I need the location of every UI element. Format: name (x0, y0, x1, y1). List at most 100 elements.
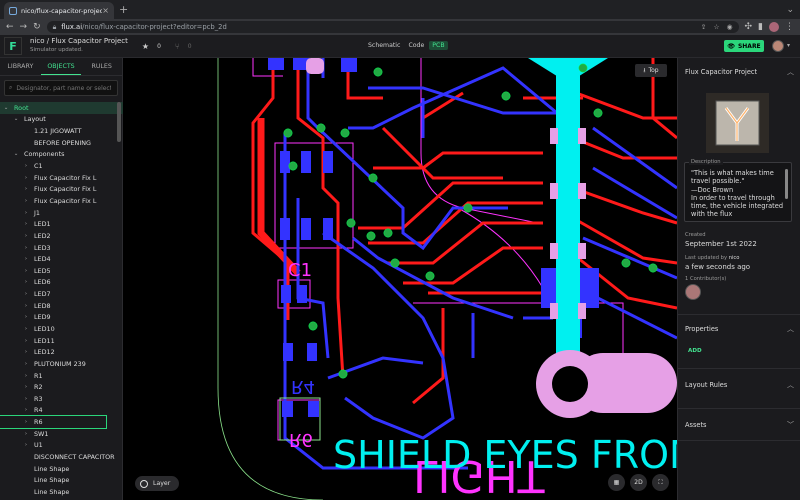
tree-item[interactable]: ›LED9 (0, 312, 116, 324)
chevron-right-icon[interactable]: › (24, 395, 28, 402)
chevron-right-icon[interactable]: › (24, 442, 28, 449)
description-text[interactable]: "This is what makes time travel possible… (691, 169, 783, 219)
chevron-right-icon[interactable]: › (24, 279, 28, 286)
contributor-avatar[interactable] (685, 284, 701, 300)
properties-section-header[interactable]: Properties ︿ (678, 324, 800, 334)
view-schematic[interactable]: Schematic (368, 42, 401, 49)
via[interactable] (283, 128, 293, 138)
top-view-button[interactable]: ⭳ Top (635, 64, 667, 77)
tree-item[interactable]: ›LED10 (0, 323, 116, 335)
tree-item[interactable]: ›LED3 (0, 242, 116, 254)
via[interactable] (288, 161, 298, 171)
via[interactable] (578, 63, 588, 73)
kebab-menu-icon[interactable]: ⋮ (785, 22, 794, 32)
tree-item[interactable]: ›U1 (0, 440, 116, 452)
tree-scrollbar[interactable] (117, 102, 121, 142)
flux-logo-icon[interactable]: F (4, 37, 22, 55)
tree-item[interactable]: ⌄Layout (0, 114, 116, 126)
chevron-down-icon[interactable]: ⌄ (3, 104, 9, 111)
chevron-right-icon[interactable]: › (24, 221, 28, 228)
chevron-right-icon[interactable]: › (24, 302, 28, 309)
fork-icon[interactable]: ⑂ (174, 41, 180, 51)
tab-search-chevron-icon[interactable]: ⌄ (786, 4, 794, 15)
chevron-right-icon[interactable]: › (24, 325, 28, 332)
bookmark-star-icon[interactable]: ☆ (713, 23, 720, 31)
chevron-right-icon[interactable]: › (24, 337, 28, 344)
chevron-right-icon[interactable]: › (24, 419, 28, 426)
chevron-down-icon[interactable]: ⌄ (13, 151, 19, 158)
tree-item[interactable]: DISCONNECT CAPACITOR ... (0, 451, 116, 463)
share-page-icon[interactable]: ⇪ (700, 23, 707, 31)
reload-icon[interactable]: ↻ (33, 22, 41, 32)
via[interactable] (425, 271, 435, 281)
tree-item[interactable]: ›LED1 (0, 218, 116, 230)
chevron-right-icon[interactable]: › (24, 186, 28, 193)
tree-item[interactable]: ›LED4 (0, 253, 116, 265)
tree-item[interactable]: ›Flux Capacitor Fix L (0, 183, 116, 195)
chevron-up-icon[interactable]: ︿ (787, 381, 794, 389)
close-tab-icon[interactable]: × (102, 6, 109, 15)
chevron-right-icon[interactable]: › (24, 267, 28, 274)
via[interactable] (340, 128, 350, 138)
chevron-right-icon[interactable]: › (24, 360, 28, 367)
chevron-right-icon[interactable]: › (24, 430, 28, 437)
tree-item[interactable]: ›Flux Capacitor Fix L (0, 172, 116, 184)
via[interactable] (593, 108, 603, 118)
tree-item[interactable]: 1.21 JIGOWATT (0, 125, 116, 137)
chevron-down-icon[interactable]: ▾ (787, 42, 791, 49)
description-scrollbar[interactable] (785, 169, 788, 199)
address-bar[interactable]: 🔒︎ flux.ai /nico/flux-capacitor-project?… (46, 21, 739, 33)
share-button[interactable]: 👁︎ SHARE (724, 40, 764, 52)
fullscreen-icon[interactable]: ⛶ (652, 474, 669, 491)
via[interactable] (390, 258, 400, 268)
chevron-down-icon[interactable]: ⌄ (13, 116, 19, 123)
new-tab-icon[interactable]: + (119, 3, 129, 16)
project-title[interactable]: nico / Flux Capacitor Project (30, 37, 128, 45)
tab-library[interactable]: LIBRARY (7, 63, 34, 70)
tree-item[interactable]: ›PLUTONIUM 239 (0, 358, 116, 370)
via[interactable] (463, 203, 473, 213)
search-input[interactable] (16, 84, 112, 92)
pcb-canvas[interactable]: R4 R6 C1 LIGHT SHIELD EYES FROM (123, 58, 677, 500)
pcb-board[interactable]: R4 R6 C1 LIGHT SHIELD EYES FROM (123, 58, 677, 500)
tree-item[interactable]: Line Shape (0, 486, 116, 498)
via[interactable] (308, 321, 318, 331)
tree-item[interactable]: ›LED12 (0, 346, 116, 358)
view-code[interactable]: Code (408, 42, 425, 49)
via[interactable] (346, 218, 356, 228)
star-icon[interactable]: ★ (141, 41, 150, 51)
grid-toggle-icon[interactable]: ▦ (608, 474, 625, 491)
back-icon[interactable]: ← (6, 22, 14, 32)
via[interactable] (316, 123, 326, 133)
forward-icon[interactable]: → (19, 22, 28, 32)
tab-rules[interactable]: RULES (91, 63, 112, 70)
chevron-right-icon[interactable]: › (24, 291, 28, 298)
via[interactable] (621, 258, 631, 268)
via[interactable] (338, 369, 348, 379)
assets-section-header[interactable]: Assets ﹀ (678, 420, 800, 430)
puzzle-icon[interactable]: ✣ (744, 22, 753, 32)
user-avatar[interactable] (772, 40, 784, 52)
tab-objects[interactable]: OBJECTS (40, 58, 82, 75)
via[interactable] (383, 228, 393, 238)
via[interactable] (501, 91, 511, 101)
chevron-right-icon[interactable]: › (24, 314, 28, 321)
add-property-button[interactable]: ADD (688, 348, 702, 354)
chevron-right-icon[interactable]: › (24, 163, 28, 170)
project-section-header[interactable]: Flux Capacitor Project ︿ (678, 67, 800, 77)
chevron-right-icon[interactable]: › (24, 372, 28, 379)
extension-icon[interactable]: ◉ (726, 23, 733, 31)
chevron-right-icon[interactable]: › (24, 384, 28, 391)
view-mode-button[interactable]: 2D (630, 474, 647, 491)
tree-item[interactable]: ›SW1 (0, 428, 116, 440)
chevron-down-icon[interactable]: ﹀ (787, 421, 794, 429)
chevron-right-icon[interactable]: › (24, 232, 28, 239)
profile-avatar[interactable] (769, 22, 779, 32)
tree-item[interactable]: ›LED11 (0, 335, 116, 347)
layer-button[interactable]: Layer (135, 476, 179, 491)
chevron-up-icon[interactable]: ︿ (787, 68, 794, 76)
tree-item[interactable]: Line Shape (0, 475, 116, 487)
tree-item[interactable]: ›LED7 (0, 288, 116, 300)
view-pcb[interactable]: PCB (429, 41, 448, 50)
description-field[interactable]: Description "This is what makes time tra… (684, 159, 792, 222)
